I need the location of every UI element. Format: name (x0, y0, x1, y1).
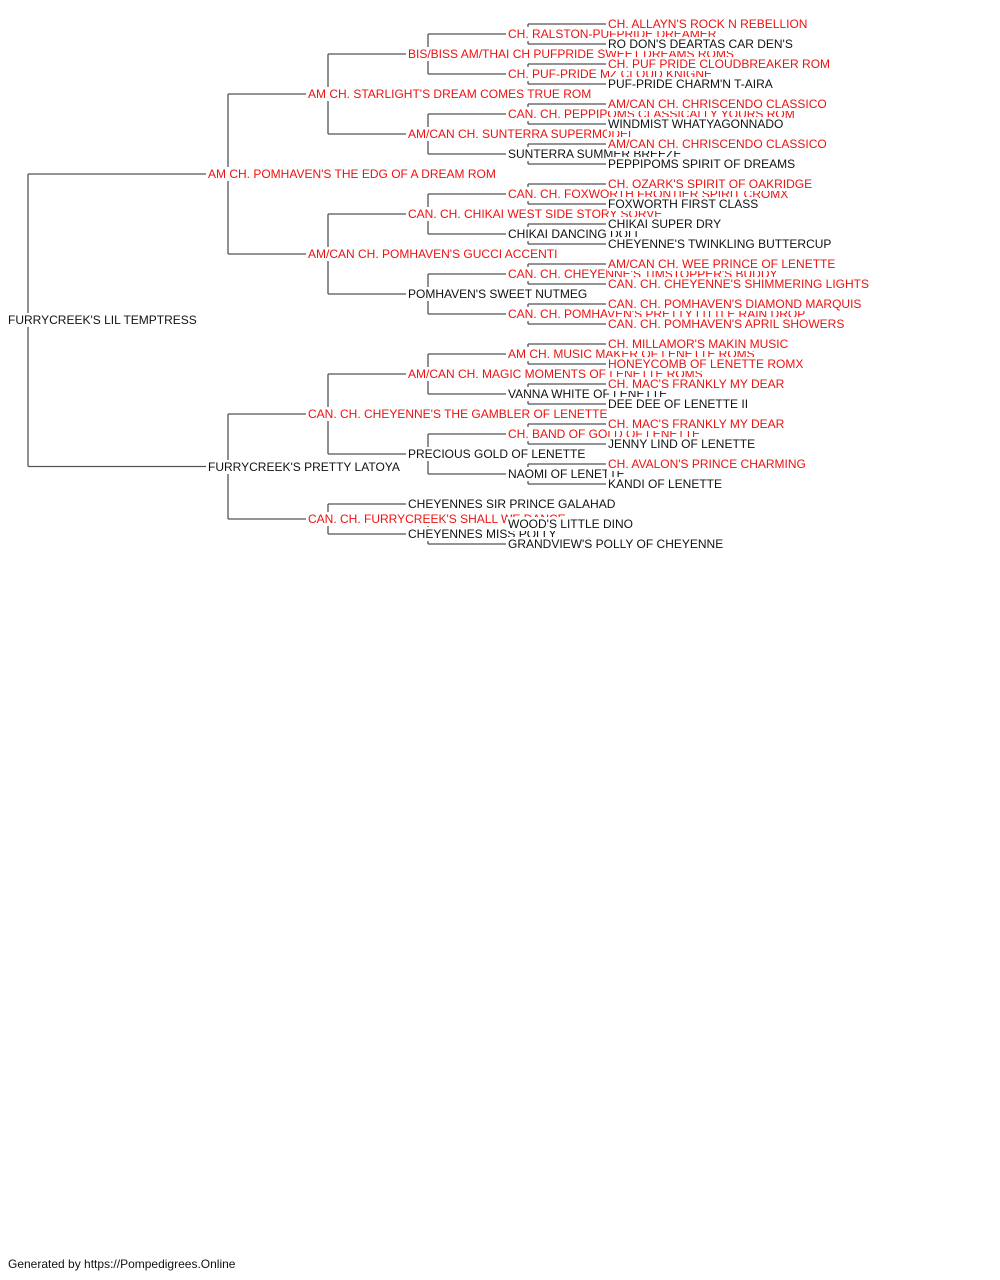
great-grandparent-name: PRECIOUS GOLD OF LENETTE (407, 447, 587, 461)
grandparent-name: AM CH. STARLIGHT'S DREAM COMES TRUE ROM (307, 87, 593, 101)
ggg-grandparent-name: CH. MILLAMOR'S MAKIN MUSIC (607, 337, 790, 351)
grandparent-name: AM/CAN CH. POMHAVEN'S GUCCI ACCENTI (307, 247, 559, 261)
ggg-grandparent-name: HONEYCOMB OF LENETTE ROMX (607, 357, 805, 371)
great-grandparent-name: CHEYENNES SIR PRINCE GALAHAD (407, 497, 617, 511)
great-grandparent-name: CAN. CH. CHIKAI WEST SIDE STORY SORVE (407, 207, 664, 221)
grandparent-name: CAN. CH. FURRYCREEK'S SHALL WE DANCE (307, 512, 567, 526)
ggg-grandparent-name: CAN. CH. CHEYENNE'S SHIMMERING LIGHTS (607, 277, 870, 291)
great-grandparent-name: AM/CAN CH. SUNTERRA SUPERMODEL (407, 127, 636, 141)
generated-by-footer: Generated by https://Pompedigrees.Online (8, 1257, 236, 1271)
ggg-grandparent-name: CAN. CH. POMHAVEN'S APRIL SHOWERS (607, 317, 846, 331)
ggg-grandparent-name: CHIKAI SUPER DRY (607, 217, 723, 231)
ggg-grandparent-name: WINDMIST WHATYAGONNADO (607, 117, 785, 131)
ggg-grandparent-name: CH. PUF PRIDE CLOUDBREAKER ROM (607, 57, 832, 71)
ggg-grandparent-name: CH. ALLAYN'S ROCK N REBELLION (607, 17, 809, 31)
parent-name: FURRYCREEK'S PRETTY LATOYA (207, 459, 401, 474)
ggg-grandparent-name: DEE DEE OF LENETTE II (607, 397, 750, 411)
ggg-grandparent-name: PUF-PRIDE CHARM'N T-AIRA (607, 77, 774, 91)
gg-grandparent-name: GRANDVIEW'S POLLY OF CHEYENNE (507, 537, 725, 551)
subject-name: FURRYCREEK'S LIL TEMPTRESS (7, 313, 198, 328)
great-grandparent-name: POMHAVEN'S SWEET NUTMEG (407, 287, 589, 301)
ggg-grandparent-name: CH. MAC'S FRANKLY MY DEAR (607, 377, 786, 391)
ggg-grandparent-name: CH. OZARK'S SPIRIT OF OAKRIDGE (607, 177, 814, 191)
gg-grandparent-name: NAOMI OF LENETTE (507, 467, 626, 481)
ggg-grandparent-name: CAN. CH. POMHAVEN'S DIAMOND MARQUIS (607, 297, 863, 311)
ggg-grandparent-name: JENNY LIND OF LENETTE (607, 437, 757, 451)
ggg-grandparent-name: CH. AVALON'S PRINCE CHARMING (607, 457, 807, 471)
ggg-grandparent-name: FOXWORTH FIRST CLASS (607, 197, 760, 211)
ggg-grandparent-name: AM/CAN CH. CHRISCENDO CLASSICO (607, 97, 828, 111)
gg-grandparent-name: WOOD'S LITTLE DINO (507, 517, 634, 531)
ggg-grandparent-name: PEPPIPOMS SPIRIT OF DREAMS (607, 157, 797, 171)
ggg-grandparent-name: AM/CAN CH. WEE PRINCE OF LENETTE (607, 257, 837, 271)
parent-name: AM CH. POMHAVEN'S THE EDG OF A DREAM ROM (207, 167, 497, 181)
ggg-grandparent-name: RO DON'S DEARTAS CAR DEN'S (607, 37, 794, 51)
ggg-grandparent-name: AM/CAN CH. CHRISCENDO CLASSICO (607, 137, 828, 151)
ggg-grandparent-name: CHEYENNE'S TWINKLING BUTTERCUP (607, 237, 833, 251)
ggg-grandparent-name: CH. MAC'S FRANKLY MY DEAR (607, 417, 786, 431)
ggg-grandparent-name: KANDI OF LENETTE (607, 477, 724, 491)
grandparent-name: CAN. CH. CHEYENNE'S THE GAMBLER OF LENET… (307, 407, 609, 421)
